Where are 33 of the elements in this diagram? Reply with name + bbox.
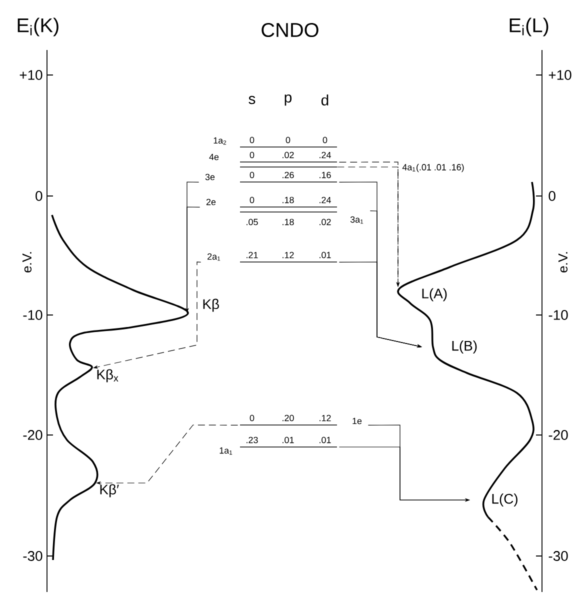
column-header: d (321, 94, 328, 106)
tick-label: -20 (23, 430, 42, 440)
peak-label: L(A) (422, 288, 447, 302)
level-label: 4a$_{1}$(.01 .01 .16) (402, 164, 464, 172)
tick-label: -10 (23, 310, 42, 320)
heading: E$_{i}$(L) (510, 18, 548, 36)
energy-level: 4e 0 .02 .24 (209, 152, 338, 162)
tick-label: -30 (548, 551, 568, 561)
tick-label: -30 (23, 551, 42, 561)
column-header: p (284, 94, 292, 106)
peak-label: Kβ$_{x}$ (97, 369, 118, 382)
energy-level: 0 .20 .12 1e (240, 414, 362, 426)
peak-label: Kβ (203, 298, 219, 312)
energy-level: 2a$_{1}$ .21 .12 .01 (208, 252, 338, 262)
tick-label: +10 (20, 70, 42, 80)
tick-label: 0 (36, 191, 42, 201)
energy-level: 3e 0 .26 .16 (205, 172, 338, 182)
tick-label: +10 (548, 70, 572, 80)
peak-label: Kβ′ (100, 484, 119, 498)
energy-level: 1a$_{2}$ 0 0 0 (214, 136, 338, 148)
energy-level: 1a$_{1}$ .23 .01 .01 (220, 436, 338, 455)
peak-label: L(B) (452, 340, 477, 354)
peak-label: L(C) (492, 494, 518, 506)
axis-label: e.V. (558, 252, 568, 272)
column-header: s (248, 96, 256, 104)
heading: E$_{i}$(K) (18, 18, 58, 36)
heading: CNDO (262, 22, 318, 38)
energy-level: 2e 0 .18 .24 (206, 196, 338, 208)
tick-label: -10 (548, 310, 568, 320)
tick-label: -20 (548, 430, 568, 440)
energy-level: .05 .18 .02 3a$_{1}$ (240, 212, 364, 226)
axis-label: e.V. (22, 252, 32, 272)
tick-label: 0 (548, 191, 556, 201)
